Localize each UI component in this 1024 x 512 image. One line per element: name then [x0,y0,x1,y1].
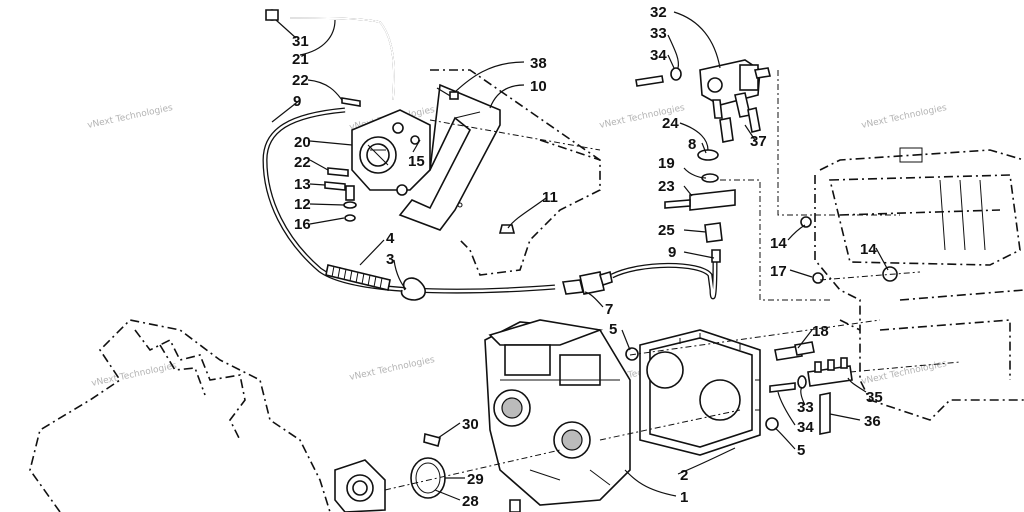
callout-12: 12 [294,196,311,213]
callout-19: 19 [658,155,675,172]
callout-33-top: 33 [650,25,667,42]
callout-labels: 31 21 22 9 20 22 13 12 16 15 38 10 11 4 … [292,4,883,510]
clip-3 [400,277,426,301]
mounting-bracket-10 [398,83,501,231]
watermark-8: vNext Technologies [861,359,948,387]
callout-11: 11 [542,189,558,206]
callout-34-top: 34 [650,47,667,64]
callout-18: 18 [812,323,829,340]
watermark-4: vNext Technologies [861,103,948,131]
callout-1: 1 [680,489,688,506]
callout-21: 21 [292,51,309,68]
callout-8: 8 [688,136,696,153]
callout-2: 2 [680,467,688,484]
callout-3: 3 [386,251,394,268]
callout-9-left: 9 [293,93,301,110]
screws-22-13 [324,97,361,191]
tube-36 [819,392,831,435]
callout-10: 10 [530,78,547,95]
callout-22-mid: 22 [294,154,311,171]
callout-7: 7 [605,301,613,318]
fuel-hose-9b [610,261,718,300]
fuel-pump-32 [699,59,771,119]
callout-5-left: 5 [609,321,617,338]
callout-16: 16 [294,216,311,233]
callout-37: 37 [750,133,767,150]
callout-14-left: 14 [770,235,787,252]
callout-31: 31 [292,33,309,50]
callout-38: 38 [530,55,547,72]
washers-12-16 [343,185,357,222]
callout-28: 28 [462,493,479,510]
valve-23-25 [664,189,736,263]
leader-lines [271,11,889,501]
washers-14-17 [800,216,898,284]
fuel-filter-7 [562,270,613,295]
throttle-body-20 [351,109,431,196]
spring-4 [325,264,391,291]
callout-17: 17 [770,263,787,280]
chassis-outline-right [814,147,1024,421]
callout-13: 13 [294,176,311,193]
watermark-5: vNext Technologies [91,361,178,389]
assembly-lines [384,70,961,491]
watermark-6: vNext Technologies [349,355,436,383]
callout-9-right: 9 [668,244,676,261]
callout-35: 35 [866,389,883,406]
flange-28-29-30 [334,432,446,512]
engine-outline [29,319,331,512]
fitting-18 [774,341,815,361]
callout-22-top: 22 [292,72,309,89]
bracket-outline [430,69,601,276]
screw-washer-33-34 [635,67,682,87]
callout-34-bottom: 34 [797,419,814,436]
hose-37 [719,92,761,143]
callout-15: 15 [408,153,425,170]
callout-29: 29 [467,471,484,488]
callout-23: 23 [658,178,675,195]
nut-11 [498,224,516,234]
plug-5 [625,347,779,431]
watermark-1: vNext Technologies [87,103,174,131]
fuel-hose-upper [289,17,395,101]
callout-32: 32 [650,4,667,21]
callout-30: 30 [462,416,479,433]
callout-36: 36 [864,413,881,430]
callout-24: 24 [662,115,679,132]
screw-33-34-right [769,375,807,393]
airbox-2 [639,329,761,456]
hose-clamp-31 [265,9,279,21]
screw-38 [436,87,459,100]
callout-33-bottom: 33 [797,399,814,416]
callout-4: 4 [386,230,395,247]
callout-14-right: 14 [860,241,877,258]
callout-25: 25 [658,222,675,239]
manifold-35 [807,357,853,387]
callout-20: 20 [294,134,311,151]
callout-5-right: 5 [797,442,805,459]
carburetor-1 [484,319,631,512]
vent-hose-9 [262,107,556,294]
